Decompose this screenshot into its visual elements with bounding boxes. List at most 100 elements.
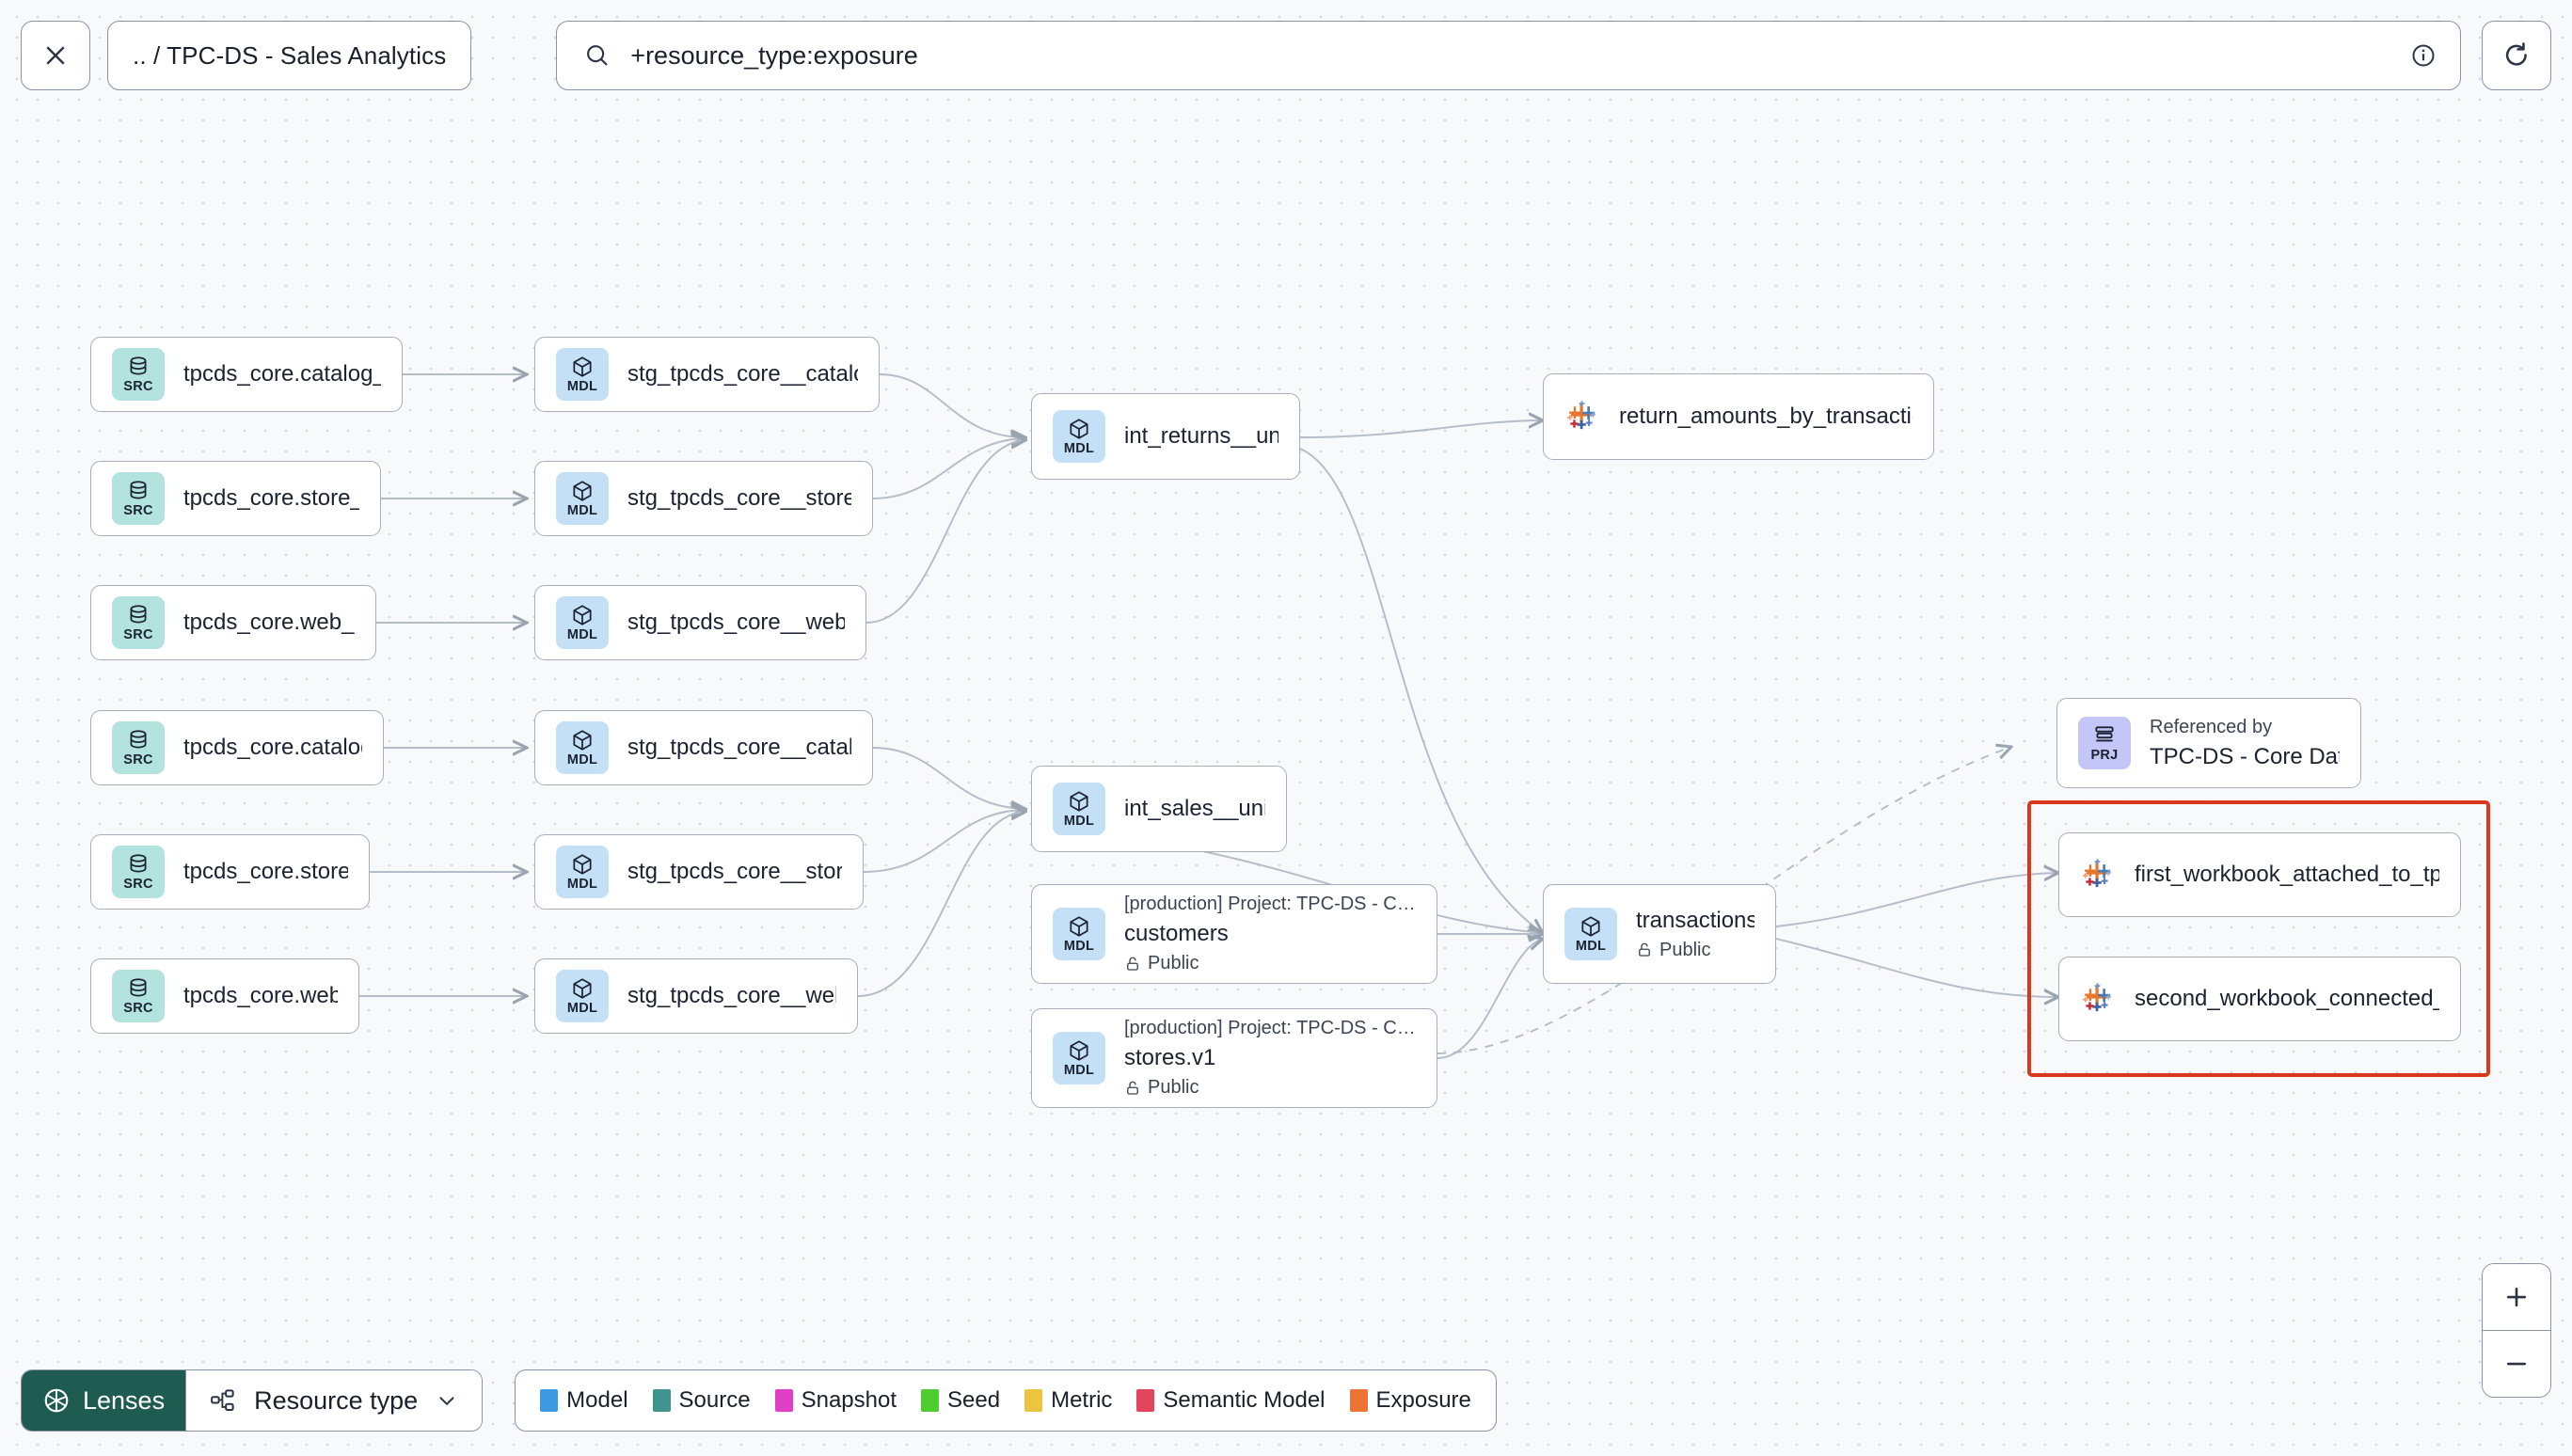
aperture-icon <box>44 1388 69 1413</box>
node-label: tpcds_core.store_returns <box>183 485 359 511</box>
node-project-reference[interactable]: PRJ Referenced by TPC-DS - Core Data Mod… <box>2056 698 2361 788</box>
node-exposure-return-amounts[interactable]: return_amounts_by_transaction_type <box>1543 373 1934 460</box>
refresh-icon <box>2505 42 2527 66</box>
search-bar[interactable] <box>556 21 2461 90</box>
badge-label: MDL <box>566 503 598 519</box>
node-src-web-sales[interactable]: SRC tpcds_core.web_sales <box>90 958 359 1034</box>
refresh-button[interactable] <box>2482 21 2551 90</box>
node-stores-v1[interactable]: MDL [production] Project: TPC-DS - Core … <box>1031 1008 1437 1108</box>
node-exposure-first-workbook[interactable]: first_workbook_attached_to_tpc-ds_-_… <box>2058 832 2461 917</box>
badge-label: MDL <box>1063 441 1095 457</box>
node-access: Public <box>1124 1077 1416 1099</box>
close-button[interactable] <box>21 21 90 90</box>
badge-label: SRC <box>123 1001 153 1017</box>
node-stg-catalog-sales[interactable]: MDL stg_tpcds_core__catalog_sales <box>534 710 873 785</box>
node-project-path: [production] Project: TPC-DS - Core Data… <box>1124 1018 1416 1038</box>
node-src-web-returns[interactable]: SRC tpcds_core.web_returns <box>90 585 376 660</box>
tableau-icon <box>2080 979 2116 1020</box>
legend-swatch <box>1349 1389 1368 1412</box>
legend-item-snapshot[interactable]: Snapshot <box>774 1387 897 1414</box>
legend-item-source[interactable]: Source <box>652 1387 751 1414</box>
resource-type-label: Resource type <box>254 1385 419 1415</box>
node-label: stg_tpcds_core__store_sales <box>627 859 842 884</box>
model-badge: MDL <box>556 348 609 401</box>
node-src-store-returns[interactable]: SRC tpcds_core.store_returns <box>90 461 381 536</box>
model-badge: MDL <box>1053 410 1105 463</box>
model-badge: MDL <box>556 472 609 525</box>
cube-icon <box>1070 791 1088 812</box>
source-badge: SRC <box>112 846 165 898</box>
source-badge: SRC <box>112 348 165 401</box>
badge-label: MDL <box>1063 1063 1095 1079</box>
breadcrumb[interactable]: .. / TPC-DS - Sales Analytics <box>107 21 472 90</box>
search-input[interactable] <box>630 40 2390 71</box>
node-src-catalog-returns[interactable]: SRC tpcds_core.catalog_returns <box>90 337 403 412</box>
cube-icon <box>1581 916 1600 937</box>
badge-label: SRC <box>123 752 153 768</box>
node-label: tpcds_core.web_returns <box>183 609 355 635</box>
node-label: stg_tpcds_core__web_returns <box>627 609 845 635</box>
database-icon <box>130 854 147 873</box>
node-customers[interactable]: MDL [production] Project: TPC-DS - Core … <box>1031 884 1437 984</box>
node-label: stg_tpcds_core__web_sales <box>627 983 836 1008</box>
legend-item-exposure[interactable]: Exposure <box>1349 1387 1471 1414</box>
node-src-catalog-sales[interactable]: SRC tpcds_core.catalog_sales <box>90 710 384 785</box>
cube-icon <box>573 605 592 625</box>
zoom-out-button[interactable] <box>2483 1331 2550 1397</box>
model-badge: MDL <box>1564 908 1617 960</box>
node-src-store-sales[interactable]: SRC tpcds_core.store_sales <box>90 834 370 910</box>
node-label: return_amounts_by_transaction_type <box>1619 404 1913 429</box>
node-stg-catalog-returns[interactable]: MDL stg_tpcds_core__catalog_returns <box>534 337 880 412</box>
breadcrumb-label: .. / TPC-DS - Sales Analytics <box>133 40 447 70</box>
model-badge: MDL <box>556 721 609 774</box>
model-badge: MDL <box>1053 1032 1105 1084</box>
node-exposure-second-workbook[interactable]: second_workbook_connected_to_live… <box>2058 957 2461 1041</box>
archive-icon <box>2095 726 2114 742</box>
unlock-icon <box>1127 1081 1138 1095</box>
legend-item-metric[interactable]: Metric <box>1024 1387 1112 1414</box>
badge-label: SRC <box>123 877 153 893</box>
info-icon[interactable] <box>2409 41 2437 70</box>
legend-label: Source <box>678 1387 751 1413</box>
node-stg-web-returns[interactable]: MDL stg_tpcds_core__web_returns <box>534 585 866 660</box>
node-transactions[interactable]: MDL transactions Public <box>1543 884 1776 984</box>
node-stg-web-sales[interactable]: MDL stg_tpcds_core__web_sales <box>534 958 858 1034</box>
legend-label: Exposure <box>1375 1387 1471 1413</box>
node-stg-store-sales[interactable]: MDL stg_tpcds_core__store_sales <box>534 834 864 910</box>
legend-label: Semantic Model <box>1163 1387 1326 1413</box>
resource-type-dropdown[interactable]: Resource type <box>185 1370 483 1431</box>
minus-icon <box>2506 1362 2527 1366</box>
legend-item-seed[interactable]: Seed <box>921 1387 1000 1414</box>
badge-label: MDL <box>566 1001 598 1017</box>
database-icon <box>130 356 147 375</box>
zoom-in-button[interactable] <box>2483 1263 2550 1330</box>
cube-icon <box>573 481 592 501</box>
node-label: tpcds_core.store_sales <box>183 859 348 884</box>
badge-label: SRC <box>123 627 153 643</box>
access-label: Public <box>1148 1077 1199 1098</box>
node-access: Public <box>1124 953 1416 974</box>
legend-item-model[interactable]: Model <box>540 1387 628 1414</box>
cube-icon <box>1070 1040 1088 1061</box>
resource-type-legend: Model Source Snapshot Seed Metric Semant… <box>515 1369 1497 1432</box>
cube-icon <box>1070 419 1088 439</box>
legend-label: Model <box>566 1387 628 1413</box>
node-int-returns-unioned[interactable]: MDL int_returns__unioned <box>1031 393 1300 480</box>
bottom-bar: Lenses Resource type Model Source Snapsh… <box>21 1369 1497 1432</box>
node-label: stg_tpcds_core__catalog_sales <box>627 735 851 760</box>
cube-icon <box>1070 916 1088 937</box>
node-stg-store-returns[interactable]: MDL stg_tpcds_core__store_returns <box>534 461 873 536</box>
legend-item-semantic-model[interactable]: Semantic Model <box>1136 1387 1326 1414</box>
model-badge: MDL <box>1053 783 1105 835</box>
node-label: first_workbook_attached_to_tpc-ds_-_… <box>2135 862 2439 887</box>
badge-label: MDL <box>1063 814 1095 830</box>
legend-swatch <box>1024 1389 1043 1412</box>
database-icon <box>130 978 147 997</box>
lenses-button[interactable]: Lenses <box>22 1370 186 1431</box>
source-badge: SRC <box>112 721 165 774</box>
model-badge: MDL <box>556 846 609 898</box>
node-int-sales-unioned[interactable]: MDL int_sales__unioned <box>1031 766 1287 852</box>
node-label: stores.v1 <box>1124 1045 1216 1070</box>
chevron-down-icon <box>439 1397 454 1405</box>
node-label: tpcds_core.web_sales <box>183 983 338 1008</box>
